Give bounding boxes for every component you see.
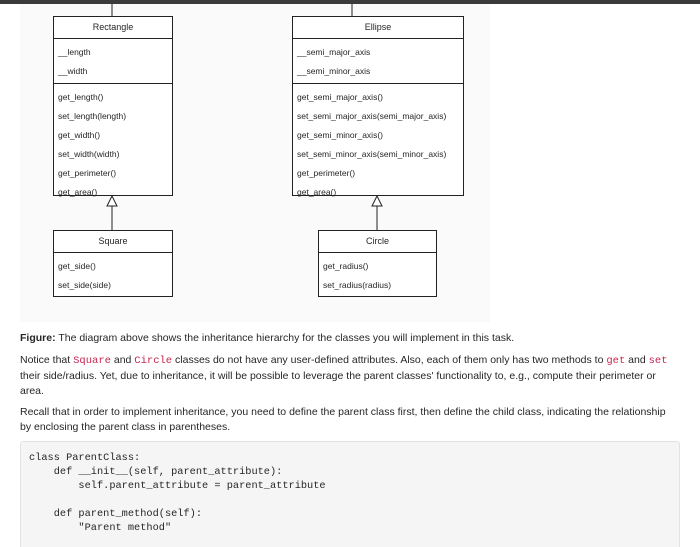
methods-section: get_radius() set_radius(radius) bbox=[319, 253, 436, 297]
square-class-box: Square get_side() set_side(side) bbox=[53, 230, 173, 297]
method: get_side() bbox=[58, 261, 96, 271]
rectangle-class-box: Rectangle __length __width get_length() … bbox=[53, 16, 173, 197]
method: get_perimeter() bbox=[58, 168, 117, 178]
methods-section: get_semi_major_axis() set_semi_major_axi… bbox=[293, 84, 463, 204]
method: get_length() bbox=[58, 92, 104, 102]
method: get_area() bbox=[297, 187, 337, 197]
method: get_perimeter() bbox=[297, 168, 356, 178]
circle-inherit-arrow bbox=[371, 194, 383, 207]
method: get_width() bbox=[58, 130, 101, 140]
attributes-section: __semi_major_axis __semi_minor_axis bbox=[293, 39, 463, 84]
attribute: __length bbox=[58, 47, 91, 57]
methods-section: get_length() set_length(length) get_widt… bbox=[54, 84, 172, 204]
method: set_width(width) bbox=[58, 149, 120, 159]
inline-code-get: get bbox=[606, 355, 626, 367]
attribute: __semi_major_axis bbox=[297, 47, 371, 57]
class-name: Ellipse bbox=[293, 17, 463, 39]
notice-text: classes do not have any user-defined att… bbox=[172, 354, 607, 366]
notice-text: and bbox=[110, 354, 135, 366]
method: get_area() bbox=[58, 187, 98, 197]
recall-paragraph: Recall that in order to implement inheri… bbox=[20, 406, 666, 433]
uml-diagram: Rectangle __length __width get_length() … bbox=[20, 4, 490, 322]
ellipse-class-box: Ellipse __semi_major_axis __semi_minor_a… bbox=[292, 16, 464, 197]
class-name: Square bbox=[54, 231, 172, 253]
method: set_length(length) bbox=[58, 111, 127, 121]
code-block: class ParentClass: def __init__(self, pa… bbox=[20, 441, 680, 547]
method: set_radius(radius) bbox=[323, 280, 392, 290]
attribute: __semi_minor_axis bbox=[297, 66, 371, 76]
method: get_semi_minor_axis() bbox=[297, 130, 383, 140]
notice-text: their side/radius. Yet, due to inheritan… bbox=[20, 370, 656, 397]
figure-caption-text: The diagram above shows the inheritance … bbox=[55, 332, 515, 344]
inline-code-square: Square bbox=[73, 355, 111, 367]
figure-caption: Figure: The diagram above shows the inhe… bbox=[20, 331, 675, 346]
top-bar bbox=[0, 0, 700, 4]
attribute: __width bbox=[58, 66, 88, 76]
methods-section: get_side() set_side(side) bbox=[54, 253, 172, 297]
notice-paragraph: Notice that Square and Circle classes do… bbox=[20, 353, 675, 399]
inline-code-set: set bbox=[648, 355, 668, 367]
method: get_radius() bbox=[323, 261, 369, 271]
notice-text: and bbox=[625, 354, 649, 366]
class-name: Circle bbox=[319, 231, 436, 253]
notice-text: Notice that bbox=[20, 354, 74, 366]
square-inherit-arrow bbox=[106, 194, 118, 207]
inheritance-connectors bbox=[106, 4, 383, 230]
circle-class-box: Circle get_radius() set_radius(radius) bbox=[318, 230, 437, 297]
code-text: class ParentClass: def __init__(self, pa… bbox=[29, 452, 326, 534]
class-name: Rectangle bbox=[54, 17, 172, 39]
inline-code-circle: Circle bbox=[134, 355, 173, 367]
method: set_semi_minor_axis(semi_minor_axis) bbox=[297, 149, 447, 159]
attributes-section: __length __width bbox=[54, 39, 172, 84]
method: set_semi_major_axis(semi_major_axis) bbox=[297, 111, 447, 121]
method: get_semi_major_axis() bbox=[297, 92, 383, 102]
method: set_side(side) bbox=[58, 280, 111, 290]
figure-label: Figure: bbox=[20, 332, 56, 344]
